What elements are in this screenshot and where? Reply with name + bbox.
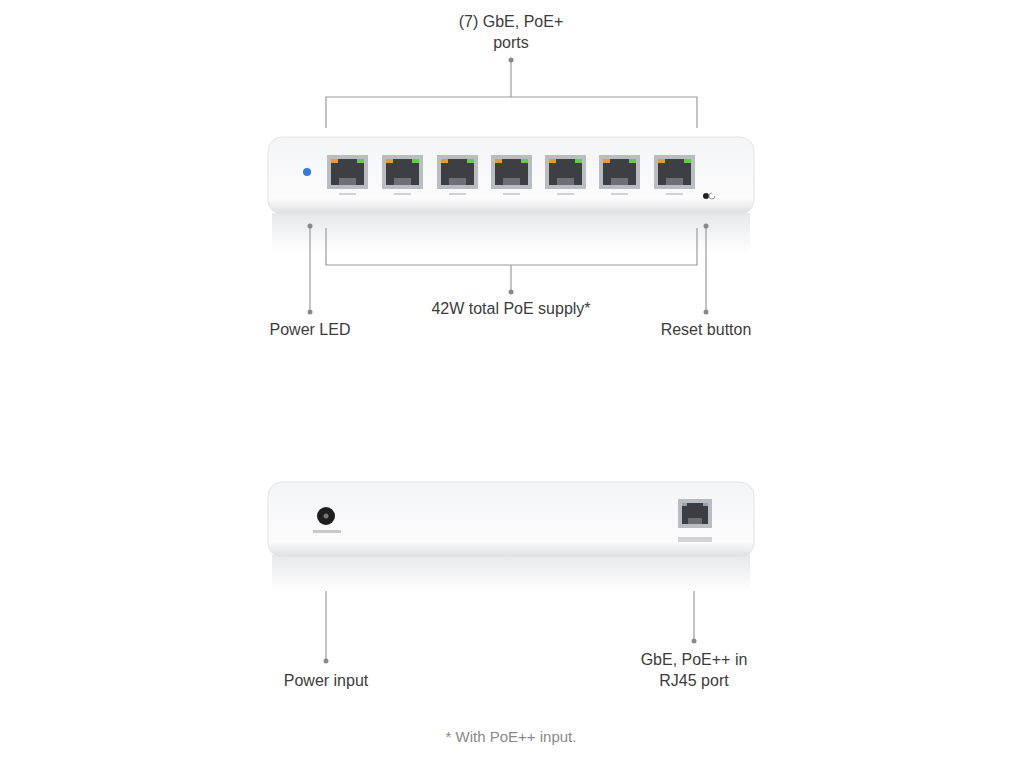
rj45-socket: [495, 159, 528, 185]
port-led: [357, 159, 364, 163]
reset-hole: [703, 193, 709, 199]
port-led: [575, 159, 582, 163]
port-marking: [678, 537, 712, 542]
port-led: [658, 159, 665, 163]
callout-label: Power LED: [255, 319, 365, 340]
rj45-latch: [503, 178, 520, 185]
rj45-socket: [331, 159, 364, 185]
leader-dot: [509, 58, 514, 63]
rj45-port: [545, 155, 586, 189]
bracket-line: [326, 97, 697, 128]
rj45-latch: [394, 178, 411, 185]
port-row: [327, 155, 695, 195]
port-led: [603, 159, 610, 163]
reflection: [272, 213, 750, 253]
port-led: [629, 159, 636, 163]
port-led: [331, 159, 338, 163]
power-led: [303, 168, 311, 176]
port-marking: [503, 193, 520, 195]
rj45-latch: [557, 178, 574, 185]
port-marking: [394, 193, 411, 195]
leader-dot: [704, 310, 709, 315]
rj45-socket: [549, 159, 582, 185]
reflection: [272, 555, 750, 591]
rj45-port: [678, 499, 712, 528]
rj45-port: [437, 155, 478, 189]
footnote: * With PoE++ input.: [401, 726, 621, 747]
rj45-socket: [658, 159, 691, 185]
port-led: [495, 159, 502, 163]
leader-dot: [704, 224, 709, 229]
rj45-socket: [603, 159, 636, 185]
callout-label: Power input: [266, 670, 386, 691]
leader-dot: [324, 659, 329, 664]
port-led: [684, 159, 691, 163]
port-led: [441, 159, 448, 163]
port-led: [549, 159, 556, 163]
leader-line: [309, 228, 310, 311]
port-marking: [557, 193, 574, 195]
rj45-port: [382, 155, 423, 189]
rj45-latch: [339, 178, 356, 185]
rj45-socket: [441, 159, 474, 185]
port-led: [467, 159, 474, 163]
rj45-socket: [386, 159, 419, 185]
rj45-port: [327, 155, 368, 189]
port-marking: [666, 193, 683, 195]
callout-label: 42W total PoE supply*: [431, 298, 591, 319]
back-view: [268, 482, 754, 591]
rj45-latch: [688, 518, 702, 524]
port-led: [521, 159, 528, 163]
switch-body: [268, 137, 754, 214]
rj45-latch: [611, 178, 628, 185]
jack-marking: [313, 530, 341, 533]
leader-line: [510, 265, 511, 290]
rj45-latch: [449, 178, 466, 185]
rj45-socket: [682, 503, 708, 524]
port-led: [386, 159, 393, 163]
power-jack: [317, 507, 335, 525]
callout-label: (7) GbE, PoE+ ports: [450, 11, 572, 53]
port-led: [412, 159, 419, 163]
power-jack-pin: [324, 514, 329, 519]
front-view: [268, 137, 754, 253]
leader-line: [510, 62, 511, 97]
switch-body: [268, 482, 754, 557]
leader-dot: [308, 310, 313, 315]
leader-line: [705, 228, 706, 311]
port-marking: [449, 193, 466, 195]
port-marking: [611, 193, 628, 195]
rj45-port: [491, 155, 532, 189]
leader-dot: [308, 224, 313, 229]
port-led: [703, 503, 708, 506]
bracket-line: [326, 228, 697, 265]
rj45-port: [599, 155, 640, 189]
reset-icon: [709, 193, 715, 199]
callout-label: Reset button: [646, 319, 766, 340]
callout-label: GbE, PoE++ in RJ45 port: [633, 649, 755, 691]
port-led: [682, 503, 687, 506]
rj45-port: [654, 155, 695, 189]
leader-dot: [509, 290, 514, 295]
rj45-latch: [666, 178, 683, 185]
port-marking: [339, 193, 356, 195]
leader-dot: [692, 639, 697, 644]
